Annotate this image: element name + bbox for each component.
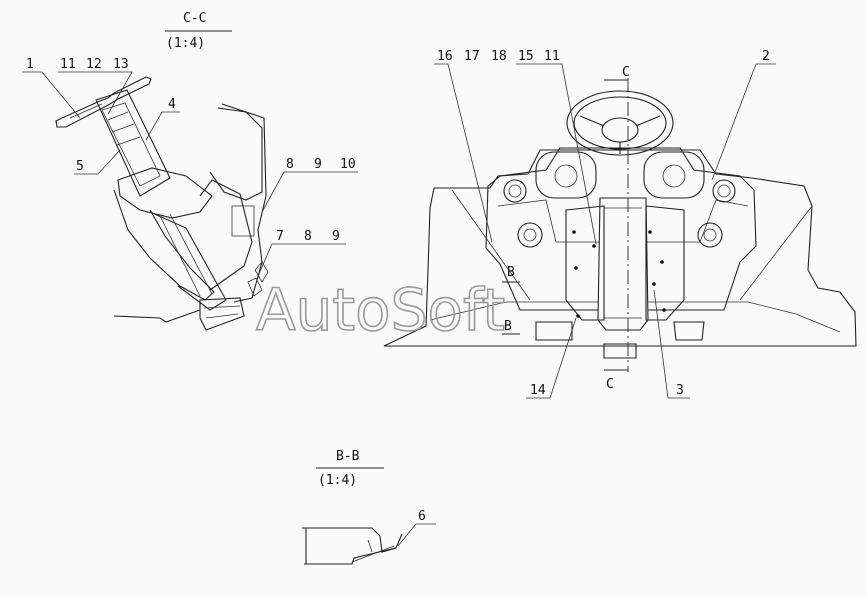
steering-handle: [55, 76, 152, 128]
steering-wheel: [566, 90, 674, 156]
callout-11: 11: [60, 57, 76, 72]
section-cc-view: C-C (1:4): [22, 11, 358, 331]
watermark: AutoSoft: [256, 276, 505, 344]
section-cc-scale: (1:4): [166, 36, 205, 51]
leaders-main: [434, 63, 776, 399]
section-bb-scale: (1:4): [318, 473, 357, 488]
callout-1: 1: [26, 57, 34, 72]
cut-mark-c-top: C: [622, 65, 630, 80]
callout-4: 4: [168, 97, 176, 112]
callout-15: 15: [518, 49, 534, 64]
section-bb-view: B-B (1:4) 6: [302, 449, 436, 565]
leaders-cc: [22, 71, 358, 277]
callout-11-main: 11: [544, 49, 560, 64]
cut-mark-b-top: B: [507, 265, 515, 280]
callout-8b: 8: [304, 229, 312, 244]
callout-3: 3: [676, 383, 684, 398]
cut-mark-b-bottom: B: [504, 319, 512, 334]
section-bb-title: B-B: [336, 449, 360, 464]
callout-10: 10: [340, 157, 356, 172]
callout-8a: 8: [286, 157, 294, 172]
body-outline: [383, 149, 857, 347]
section-c-marks: C C: [604, 65, 630, 392]
section-cc-title: C-C: [183, 11, 206, 26]
callout-14: 14: [530, 383, 546, 398]
dashboard-panel: [199, 103, 269, 303]
control-knobs: [503, 179, 736, 248]
callout-18: 18: [491, 49, 507, 64]
column-shroud: [597, 197, 649, 331]
callout-13: 13: [113, 57, 129, 72]
callout-9a: 9: [314, 157, 322, 172]
callout-7: 7: [276, 229, 284, 244]
callout-17: 17: [464, 49, 480, 64]
dash-console: [485, 147, 757, 311]
callout-16: 16: [437, 49, 453, 64]
callout-5: 5: [76, 159, 84, 174]
steering-column: [95, 89, 245, 331]
callout-9b: 9: [332, 229, 340, 244]
cut-mark-c-bottom: C: [606, 377, 614, 392]
callout-6: 6: [418, 509, 426, 524]
section-b-marks: B B: [502, 265, 520, 335]
floor-line: [113, 309, 201, 323]
callout-2: 2: [762, 49, 770, 64]
fastener-dots: [572, 230, 666, 318]
callout-12: 12: [86, 57, 102, 72]
front-view: C C B B 16 17 18 15 11 2 14 3: [383, 49, 857, 399]
